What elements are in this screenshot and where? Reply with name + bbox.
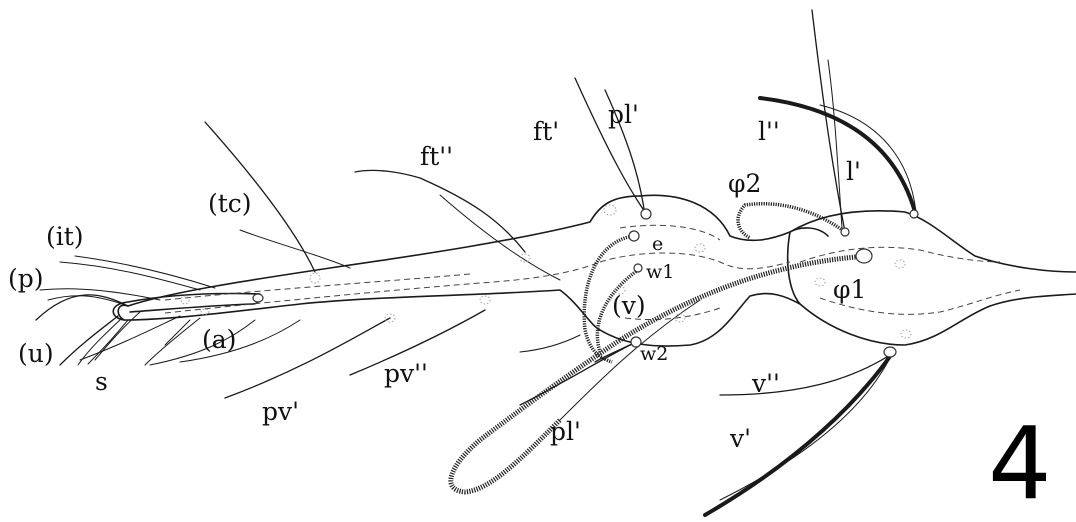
label-pl1-bottom: pl' — [550, 417, 581, 446]
label-l1: l' — [846, 157, 861, 186]
label-tc: (tc) — [208, 189, 252, 218]
claws-and-distal-setae — [35, 255, 216, 366]
label-ft1: ft' — [533, 117, 559, 146]
label-p: (p) — [8, 264, 44, 293]
label-s: s — [95, 367, 108, 396]
label-l2: l'' — [758, 117, 780, 146]
label-ft2: ft'' — [420, 142, 453, 171]
setal-sockets — [180, 204, 919, 358]
label-u: (u) — [18, 339, 54, 368]
label-pv1: pv' — [262, 397, 299, 426]
phi2-solenidion — [736, 201, 847, 240]
genu-setae — [703, 9, 917, 517]
label-pl1-top: pl' — [608, 100, 639, 129]
label-pv2: pv'' — [384, 359, 428, 388]
label-v1: v' — [729, 424, 751, 453]
label-w1: w1 — [646, 261, 674, 283]
label-phi1: φ1 — [833, 275, 866, 304]
inner-dashed-lines — [164, 224, 1021, 320]
label-phi2: φ2 — [728, 169, 761, 198]
labels: (it) (p) (u) s (a) (tc) pv' pv'' ft'' ft… — [8, 100, 1052, 522]
figure-number: 4 — [988, 405, 1052, 522]
label-e: e — [652, 233, 663, 255]
label-v: (v) — [612, 291, 646, 320]
leg-outline — [112, 194, 1076, 347]
label-w2: w2 — [640, 343, 668, 365]
label-it: (it) — [46, 222, 84, 251]
label-a: (a) — [202, 325, 236, 354]
tarsal-setae — [149, 77, 646, 399]
label-v2: v'' — [751, 369, 780, 398]
